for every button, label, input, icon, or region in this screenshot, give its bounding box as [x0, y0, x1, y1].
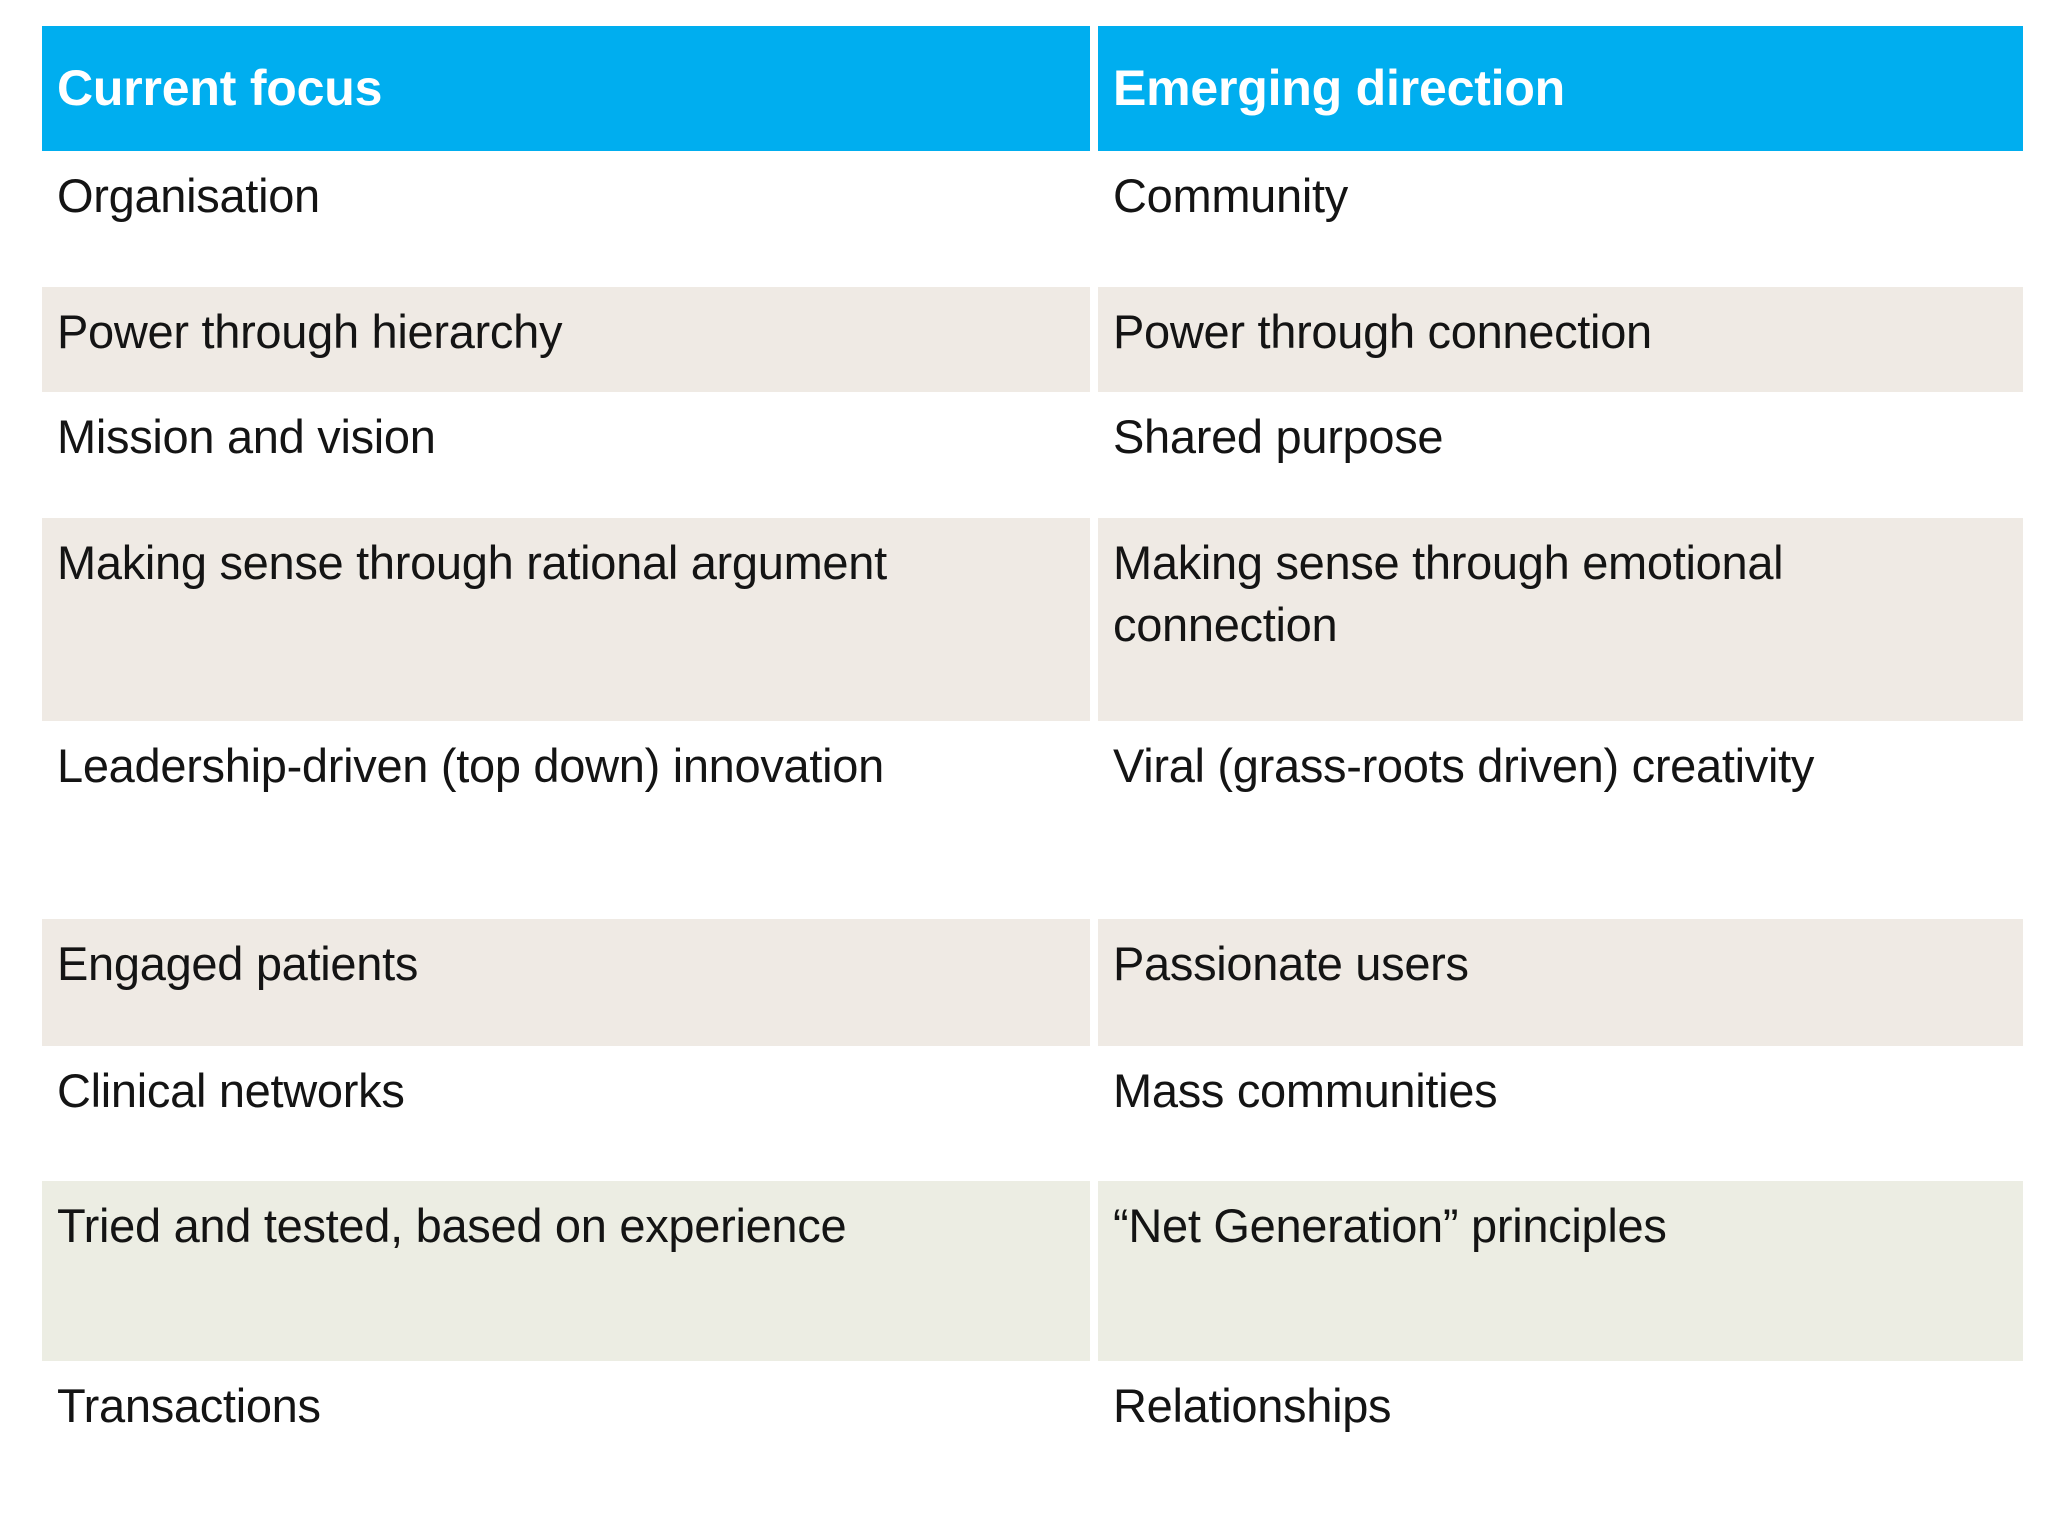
- cell-text: Passionate users: [1113, 937, 1469, 990]
- cell-current-focus: Power through hierarchy: [42, 287, 1090, 392]
- cell-current-focus: Organisation: [42, 151, 1090, 287]
- cell-text: “Net Generation” principles: [1113, 1199, 1667, 1252]
- cell-text: Viral (grass-roots driven) creativity: [1113, 739, 1815, 792]
- table-row: Power through hierarchy Power through co…: [42, 287, 2023, 392]
- table-row: Organisation Community: [42, 151, 2023, 287]
- cell-emerging-direction: Mass communities: [1098, 1046, 2023, 1181]
- cell-current-focus: Engaged patients: [42, 919, 1090, 1046]
- cell-emerging-direction: Making sense through emotional connectio…: [1098, 518, 2023, 721]
- comparison-table: Current focus Emerging direction Organis…: [42, 26, 2023, 1481]
- cell-text: Leadership-driven (top down) innovation: [57, 739, 884, 792]
- table-row: Making sense through rational argument M…: [42, 518, 2023, 721]
- row-divider: [1090, 518, 1098, 721]
- cell-emerging-direction: “Net Generation” principles: [1098, 1181, 2023, 1361]
- cell-current-focus: Making sense through rational argument: [42, 518, 1090, 721]
- cell-text: Clinical networks: [57, 1064, 405, 1117]
- cell-text: Making sense through emotional connectio…: [1113, 536, 1784, 651]
- row-divider: [1090, 392, 1098, 518]
- cell-emerging-direction: Passionate users: [1098, 919, 2023, 1046]
- cell-text: Shared purpose: [1113, 410, 1444, 463]
- row-divider: [1090, 151, 1098, 287]
- table-row: Mission and vision Shared purpose: [42, 392, 2023, 518]
- cell-emerging-direction: Power through connection: [1098, 287, 2023, 392]
- row-divider: [1090, 1361, 1098, 1481]
- cell-current-focus: Mission and vision: [42, 392, 1090, 518]
- column-header-emerging-direction: Emerging direction: [1098, 26, 2023, 151]
- row-divider: [1090, 1181, 1098, 1361]
- cell-text: Relationships: [1113, 1379, 1392, 1432]
- cell-current-focus: Transactions: [42, 1361, 1090, 1481]
- cell-emerging-direction: Shared purpose: [1098, 392, 2023, 518]
- cell-text: Mass communities: [1113, 1064, 1498, 1117]
- row-divider: [1090, 1046, 1098, 1181]
- table-row: Clinical networks Mass communities: [42, 1046, 2023, 1181]
- cell-text: Power through hierarchy: [57, 305, 563, 358]
- row-divider: [1090, 287, 1098, 392]
- column-header-current-focus: Current focus: [42, 26, 1090, 151]
- table-row: Tried and tested, based on experience “N…: [42, 1181, 2023, 1361]
- table-header: Current focus Emerging direction: [42, 26, 2023, 151]
- cell-emerging-direction: Relationships: [1098, 1361, 2023, 1481]
- cell-current-focus: Leadership-driven (top down) innovation: [42, 721, 1090, 919]
- cell-emerging-direction: Community: [1098, 151, 2023, 287]
- column-divider: [1090, 26, 1098, 151]
- cell-text: Transactions: [57, 1379, 321, 1432]
- cell-text: Engaged patients: [57, 937, 419, 990]
- table-row: Transactions Relationships: [42, 1361, 2023, 1481]
- cell-current-focus: Tried and tested, based on experience: [42, 1181, 1090, 1361]
- row-divider: [1090, 721, 1098, 919]
- cell-text: Power through connection: [1113, 305, 1652, 358]
- cell-text: Making sense through rational argument: [57, 536, 887, 589]
- cell-current-focus: Clinical networks: [42, 1046, 1090, 1181]
- cell-text: Tried and tested, based on experience: [57, 1199, 847, 1252]
- table-row: Leadership-driven (top down) innovation …: [42, 721, 2023, 919]
- row-divider: [1090, 919, 1098, 1046]
- header-row: Current focus Emerging direction: [42, 26, 2023, 151]
- table-row: Engaged patients Passionate users: [42, 919, 2023, 1046]
- cell-text: Organisation: [57, 169, 320, 222]
- cell-text: Mission and vision: [57, 410, 436, 463]
- table-body: Organisation Community Power through hie…: [42, 151, 2023, 1481]
- cell-text: Community: [1113, 169, 1348, 222]
- cell-emerging-direction: Viral (grass-roots driven) creativity: [1098, 721, 2023, 919]
